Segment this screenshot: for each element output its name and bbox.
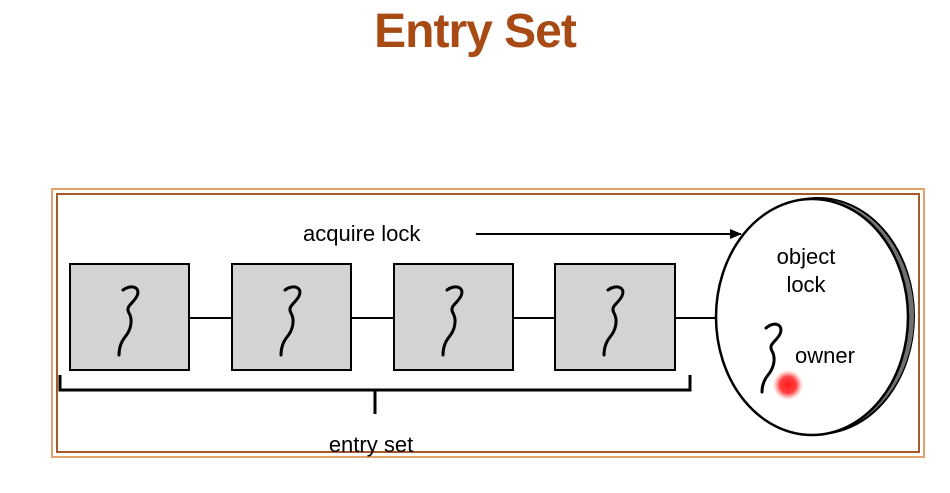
thread-box: [554, 263, 676, 371]
object-lock-label-line1: object: [777, 244, 836, 269]
thread-squiggle-icon: [441, 285, 464, 357]
diagram-frame-outer: [51, 188, 925, 458]
slide-title: Entry Set: [374, 5, 577, 58]
entry-set-label: entry set: [329, 432, 413, 457]
object-lock-label-line2: lock: [786, 272, 826, 297]
thread-box: [231, 263, 352, 371]
thread-squiggle-icon: [602, 285, 625, 357]
object-lock-disk: [714, 197, 915, 437]
owner-label: owner: [795, 343, 855, 368]
owner-lock-dot: [773, 370, 803, 400]
owner-thread-squiggle-icon: [760, 322, 783, 394]
thread-squiggle-icon: [117, 285, 140, 357]
entry-set-bracket: [58, 375, 692, 414]
diagram-frame-inner: [56, 193, 920, 453]
thread-squiggle-icon: [279, 285, 302, 357]
acquire-lock-label: acquire lock: [303, 221, 421, 246]
thread-box: [393, 263, 514, 371]
thread-box: [69, 263, 190, 371]
